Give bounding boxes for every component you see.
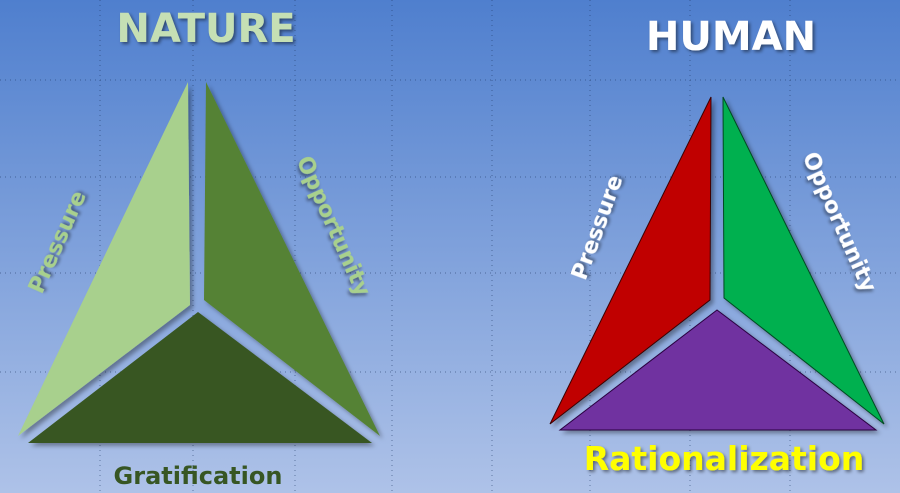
human-rationalization-label: Rationalization (584, 439, 865, 478)
nature-triangle (18, 82, 380, 443)
human-triangle (549, 96, 885, 431)
nature-gratification-face (28, 312, 372, 443)
human-pressure-face (549, 96, 712, 425)
human-title: HUMAN (646, 14, 816, 60)
nature-opportunity-face (204, 82, 380, 436)
nature-pressure-face (18, 82, 190, 436)
human-rationalization-face (558, 309, 878, 431)
human-opportunity-face (722, 96, 885, 425)
nature-title: NATURE (116, 6, 295, 52)
nature-gratification-label: Gratification (114, 462, 283, 490)
